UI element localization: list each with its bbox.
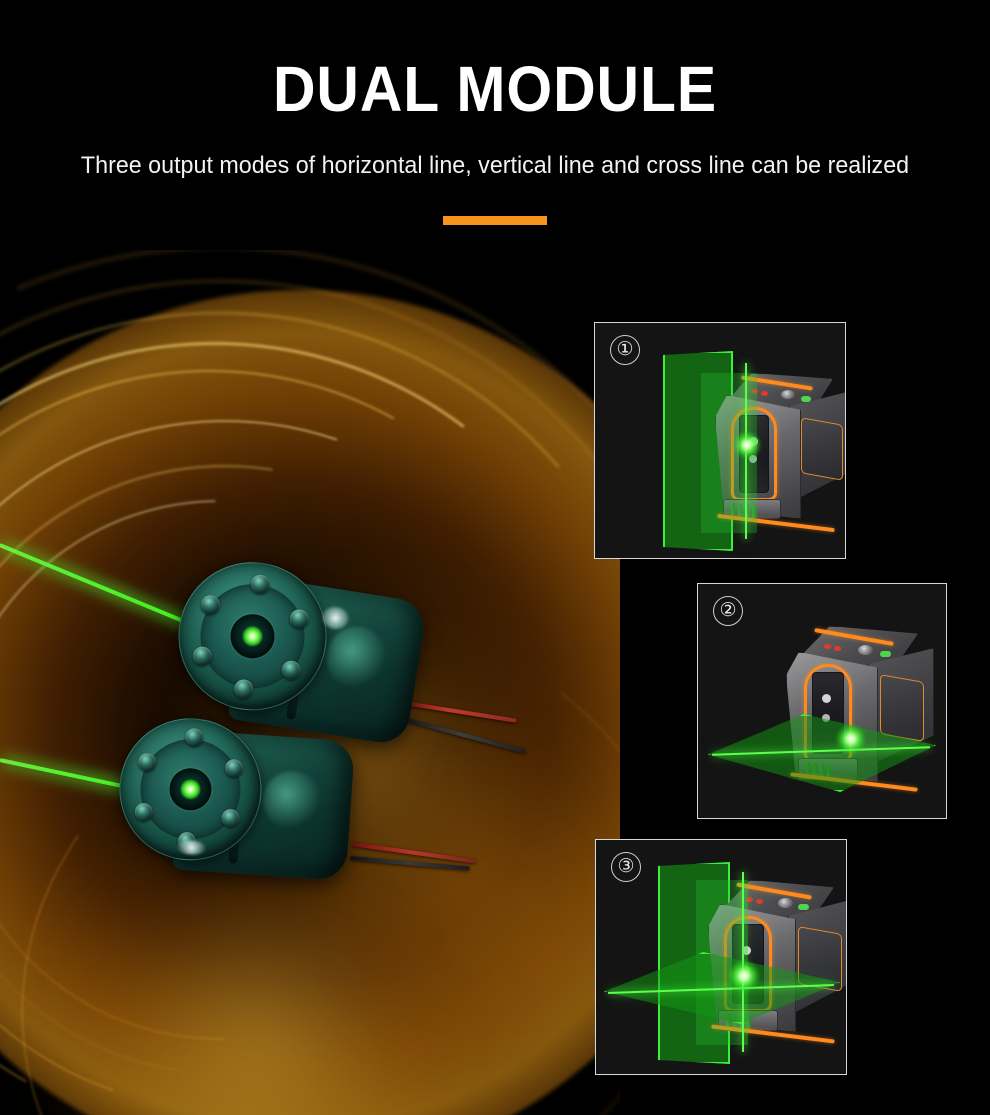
panel-number-1: ①: [610, 335, 640, 365]
accent-divider: [443, 216, 547, 225]
device-vent-line: [752, 506, 756, 518]
device-status-led: [801, 396, 811, 402]
device-top-lens: [781, 390, 795, 399]
page-title: DUAL MODULE: [272, 53, 718, 125]
device-vent-line: [745, 505, 749, 517]
device-status-led: [880, 651, 891, 657]
device-brand-panel: [880, 674, 924, 742]
laser-emission-flare: [733, 431, 761, 459]
device-status-led: [798, 904, 809, 910]
panel-number-2: ②: [713, 596, 743, 626]
device-mode-indicator: [761, 391, 768, 396]
device-aperture-dot: [822, 714, 830, 722]
mode-panel-horizontal[interactable]: ②: [697, 583, 947, 819]
mode-panel-vertical[interactable]: ①: [594, 322, 846, 559]
device-brand-panel: [801, 417, 843, 481]
device-mode-indicator: [756, 899, 763, 904]
laser-level-device: [701, 373, 845, 533]
panel-scene: [595, 323, 845, 558]
page-subtitle: Three output modes of horizontal line, v…: [80, 152, 910, 179]
device-vent-line: [747, 1017, 751, 1030]
device-vent-line: [731, 503, 735, 515]
device-aperture-dot: [742, 946, 751, 955]
device-power-indicator: [751, 389, 758, 394]
laser-emission-flare: [836, 724, 866, 754]
panel-scene: [698, 584, 946, 818]
laser-emission-flare: [728, 960, 760, 992]
device-top-lens: [858, 645, 873, 655]
laser-module-lower: [112, 713, 374, 910]
device-top-lens: [778, 898, 793, 908]
mode-panel-cross[interactable]: ③: [595, 839, 847, 1075]
device-mode-indicator: [834, 646, 841, 651]
device-power-indicator: [746, 897, 753, 902]
device-vent-line: [738, 504, 742, 516]
device-aperture-dot: [749, 455, 757, 463]
panel-number-3: ③: [611, 852, 641, 882]
device-aperture-dot: [822, 694, 831, 703]
device-power-indicator: [824, 644, 831, 649]
